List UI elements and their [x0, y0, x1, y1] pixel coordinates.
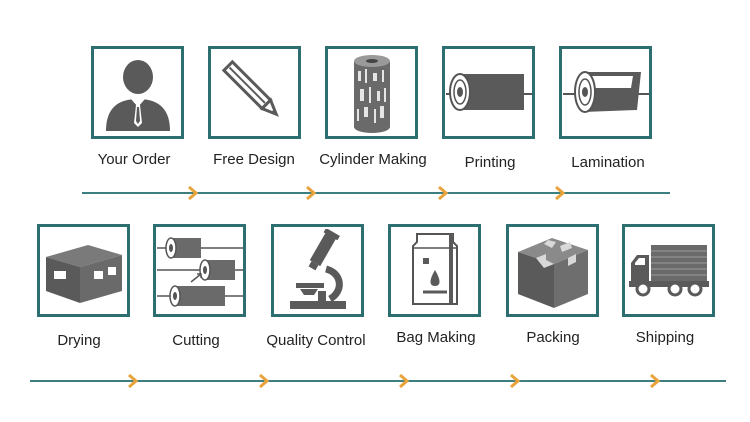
step-label: Shipping: [635, 329, 695, 346]
lamination-roll-icon: [562, 70, 649, 113]
step-box: [442, 46, 535, 139]
step-box: [506, 224, 599, 317]
step-label: Printing: [464, 154, 516, 171]
step-label: Bag Making: [396, 329, 476, 346]
step-label: Cutting: [172, 332, 220, 349]
microscope-icon: [289, 228, 346, 309]
step-label: Cylinder Making: [319, 151, 427, 168]
step-box: [37, 224, 130, 317]
arrow-right-icon: [510, 373, 521, 389]
print-roll-icon: [445, 72, 532, 111]
arrow-right-icon: [555, 185, 566, 201]
step-box: [559, 46, 652, 139]
flow-line-row-1: [82, 192, 670, 194]
step-label: Quality Control: [266, 332, 366, 349]
step-box: [153, 224, 246, 317]
step-box: [325, 46, 418, 139]
step-label: Free Design: [213, 151, 295, 168]
step-label: Your Order: [97, 151, 171, 168]
arrow-right-icon: [259, 373, 270, 389]
arrow-right-icon: [306, 185, 317, 201]
step-label: Packing: [526, 329, 580, 346]
arrow-right-icon: [650, 373, 661, 389]
package-box-icon: [517, 237, 588, 308]
step-label: Drying: [57, 332, 101, 349]
pencil-icon: [221, 59, 279, 117]
stand-up-pouch-icon: [411, 232, 458, 305]
truck-icon: [628, 244, 709, 296]
person-icon: [105, 59, 170, 131]
arrow-right-icon: [399, 373, 410, 389]
step-box: [271, 224, 364, 317]
step-box: [388, 224, 481, 317]
arrow-right-icon: [128, 373, 139, 389]
flow-line-row-2: [30, 380, 726, 382]
arrow-right-icon: [438, 185, 449, 201]
arrow-right-icon: [188, 185, 199, 201]
cutting-rolls-icon: [156, 236, 243, 307]
step-box: [208, 46, 301, 139]
cylinder-icon: [353, 54, 390, 133]
drying-box-icon: [45, 244, 122, 303]
step-label: Lamination: [571, 154, 645, 171]
step-box: [622, 224, 715, 317]
step-box: [91, 46, 184, 139]
